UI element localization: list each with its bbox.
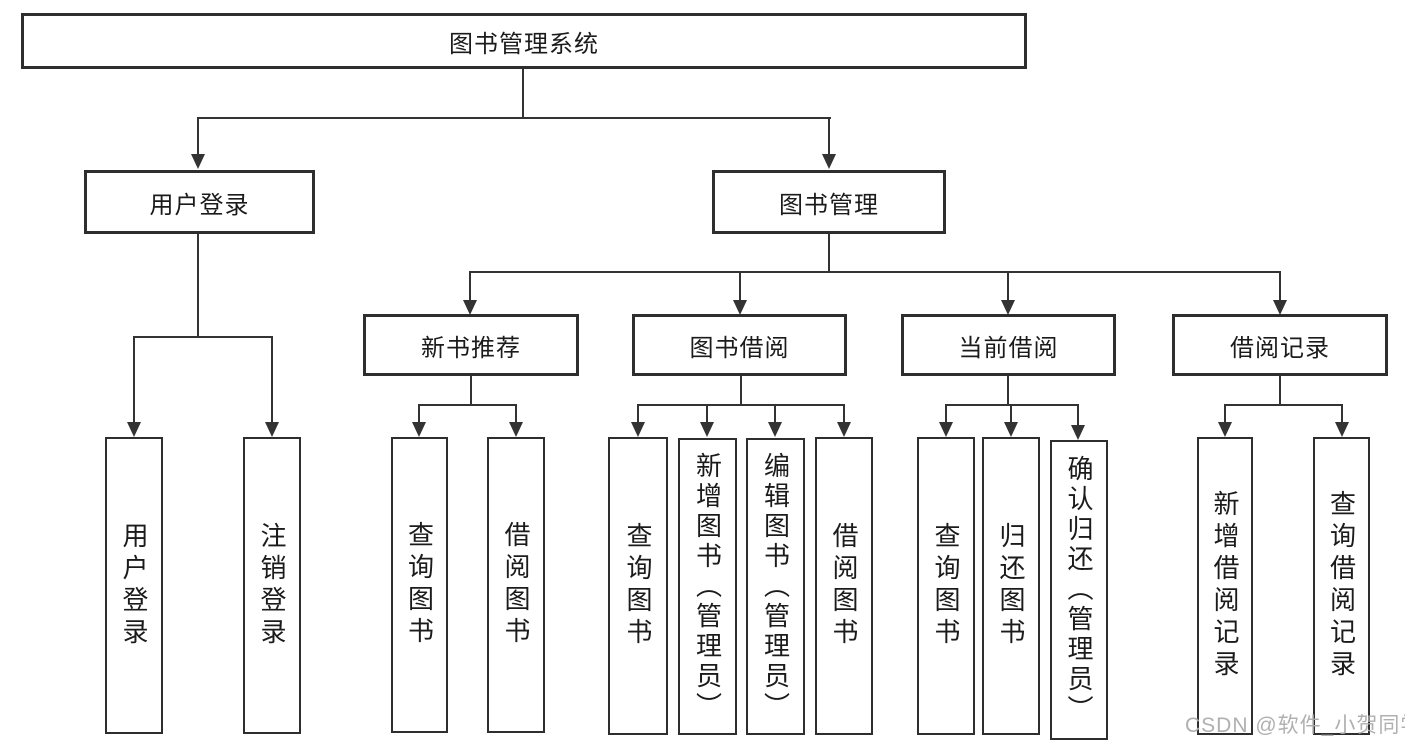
connector-line: [197, 117, 199, 157]
connector-line: [197, 234, 199, 337]
arrow-down-icon: [768, 422, 782, 437]
connector-line: [418, 404, 517, 406]
node-book-management-label: 图书管理: [779, 191, 879, 219]
connector-line: [740, 376, 742, 406]
leaf-query-books-borrowing: 查询图书: [608, 437, 668, 735]
node-book-borrowing: 图书借阅: [632, 314, 847, 376]
connector-line: [706, 404, 708, 424]
node-borrowing-records: 借阅记录: [1172, 314, 1388, 376]
leaf-add-borrow-record-label: 新增借阅记录: [1210, 490, 1240, 682]
leaf-return-books: 归还图书: [982, 437, 1040, 735]
arrow-down-icon: [733, 300, 747, 315]
connector-line: [470, 376, 472, 406]
connector-line: [1224, 404, 1343, 406]
leaf-user-login-label: 用户登录: [119, 521, 149, 650]
leaf-query-books-borrowing-label: 查询图书: [623, 522, 653, 650]
arrow-down-icon: [265, 422, 279, 437]
csdn-watermark: CSDN @软件_小贺同学: [1185, 714, 1405, 737]
connector-line: [1007, 376, 1009, 406]
leaf-query-books-current-label: 查询图书: [931, 522, 961, 650]
arrow-down-icon: [509, 422, 523, 437]
arrow-down-icon: [127, 422, 141, 437]
connector-line: [271, 336, 273, 423]
connector-line: [843, 404, 845, 424]
arrow-down-icon: [1335, 422, 1349, 437]
node-user-login: 用户登录: [84, 170, 315, 234]
connector-line: [133, 336, 135, 423]
leaf-add-books-admin-label: 新增图书（管理员）: [692, 451, 723, 722]
connector-line: [1279, 376, 1281, 406]
arrow-down-icon: [631, 422, 645, 437]
node-new-book-recommend-label: 新书推荐: [421, 334, 521, 362]
node-book-management: 图书管理: [712, 170, 946, 234]
node-book-borrowing-label: 图书借阅: [689, 334, 790, 362]
node-borrowing-records-label: 借阅记录: [1230, 334, 1330, 362]
connector-line: [1077, 404, 1079, 427]
arrow-down-icon: [822, 154, 836, 169]
leaf-query-books-current: 查询图书: [917, 437, 975, 735]
node-root-label: 图书管理系统: [449, 30, 599, 58]
arrow-down-icon: [191, 154, 205, 169]
leaf-logout-label: 注销登录: [257, 521, 287, 650]
leaf-user-login: 用户登录: [105, 437, 163, 734]
arrow-down-icon: [700, 422, 714, 437]
arrow-down-icon: [939, 422, 953, 437]
connector-line: [945, 404, 947, 424]
connector-line: [1010, 404, 1012, 424]
connector-line: [1224, 404, 1226, 424]
arrow-down-icon: [463, 300, 477, 315]
connector-line: [1007, 271, 1009, 302]
leaf-edit-books-admin: 编辑图书（管理员）: [746, 438, 805, 735]
arrow-down-icon: [412, 422, 426, 437]
connector-line: [1279, 271, 1281, 302]
connector-line: [469, 271, 1281, 273]
connector-line: [774, 404, 776, 424]
leaf-add-borrow-record: 新增借阅记录: [1197, 437, 1253, 735]
connector-line: [828, 234, 830, 272]
connector-line: [1341, 404, 1343, 424]
leaf-edit-books-admin-label: 编辑图书（管理员）: [760, 451, 791, 722]
arrow-down-icon: [837, 422, 851, 437]
leaf-borrow-books-borrowing: 借阅图书: [815, 437, 873, 735]
leaf-logout: 注销登录: [243, 437, 301, 734]
leaf-query-books-recommend: 查询图书: [391, 437, 448, 733]
connector-line: [469, 271, 471, 302]
connector-line: [418, 404, 420, 424]
arrow-down-icon: [1004, 422, 1018, 437]
connector-line: [515, 404, 517, 424]
connector-line: [522, 69, 524, 118]
leaf-return-books-label: 归还图书: [996, 522, 1026, 650]
connector-line: [133, 336, 273, 338]
connector-line: [739, 271, 741, 302]
leaf-confirm-return-admin: 确认归还（管理员）: [1050, 440, 1108, 740]
leaf-confirm-return-admin-label: 确认归还（管理员）: [1064, 455, 1094, 725]
arrow-down-icon: [1071, 425, 1085, 440]
node-current-borrowing: 当前借阅: [901, 314, 1116, 376]
leaf-borrow-books-recommend-label: 借阅图书: [501, 521, 531, 649]
connector-line: [197, 117, 831, 119]
connector-line: [637, 404, 639, 424]
leaf-add-books-admin: 新增图书（管理员）: [678, 438, 737, 735]
node-new-book-recommend: 新书推荐: [363, 314, 579, 376]
leaf-borrow-books-borrowing-label: 借阅图书: [829, 522, 859, 650]
connector-line: [828, 117, 830, 157]
node-user-login-label: 用户登录: [149, 191, 250, 219]
arrow-down-icon: [1001, 300, 1015, 315]
node-root: 图书管理系统: [21, 13, 1027, 69]
arrow-down-icon: [1273, 300, 1287, 315]
connector-line: [637, 404, 845, 406]
connector-line: [945, 404, 1079, 406]
node-current-borrowing-label: 当前借阅: [958, 334, 1059, 362]
leaf-borrow-books-recommend: 借阅图书: [487, 437, 545, 733]
leaf-query-borrow-record: 查询借阅记录: [1313, 437, 1370, 735]
leaf-query-borrow-record-label: 查询借阅记录: [1326, 490, 1357, 682]
leaf-query-books-recommend-label: 查询图书: [404, 521, 435, 649]
arrow-down-icon: [1218, 422, 1232, 437]
